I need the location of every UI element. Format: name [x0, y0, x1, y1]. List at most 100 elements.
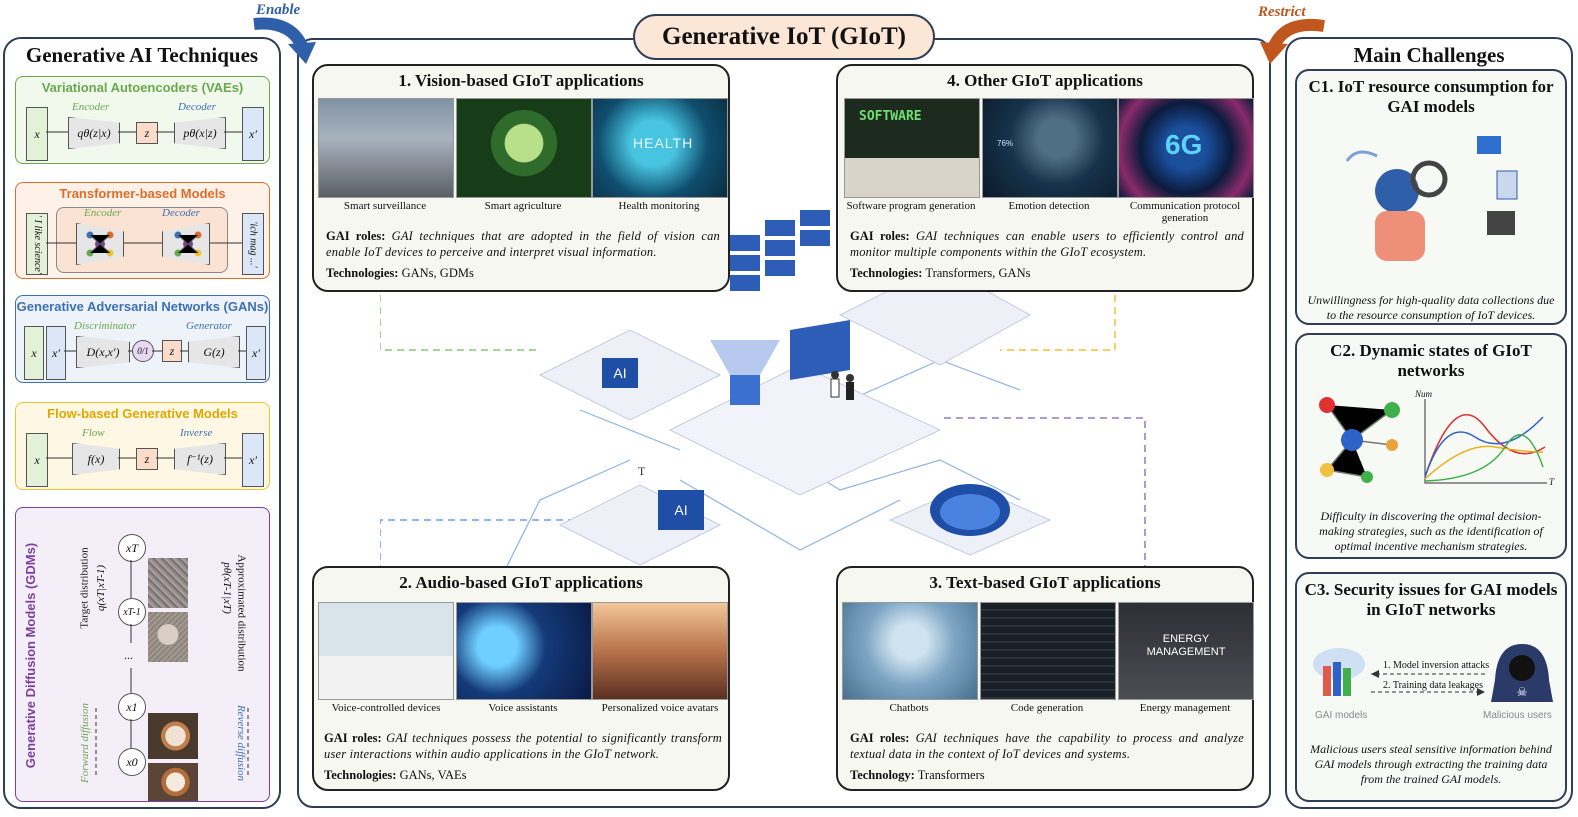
gan-box: Generative Adversarial Networks (GANs) D… [15, 295, 270, 383]
voice-avatars-image [592, 602, 728, 700]
attack-arrows [1371, 670, 1485, 696]
restrict-label: Restrict [1258, 4, 1306, 20]
flow-inverse-block: f⁻¹(z) [174, 443, 226, 475]
flow-arrows [46, 457, 242, 459]
state-xT: xT [118, 534, 146, 562]
vae-arrows [46, 131, 242, 133]
state-x1: x1 [118, 693, 146, 721]
state-ellipsis: ... [124, 648, 133, 662]
caption-health-monitoring: Health monitoring [618, 200, 700, 212]
flow-box: Flow-based Generative Models Flow Invers… [15, 402, 270, 490]
vae-input-x: x [26, 107, 48, 161]
text-apps-title: 3. Text-based GIoT applications [929, 573, 1161, 592]
code-generation-image [980, 602, 1116, 700]
vision-gai-roles: GAI roles: GAI techniques that are adopt… [326, 229, 721, 259]
malicious-users-label: Malicious users [1483, 710, 1552, 721]
health-monitoring-image: HEALTH [592, 98, 728, 198]
text-gai-roles: GAI roles: GAI techniques have the capab… [850, 731, 1244, 761]
vae-decoder-label: Decoder [178, 101, 216, 113]
text-technologies: Technology: Transformers [850, 768, 985, 782]
enable-arrow-icon [253, 17, 316, 64]
transformer-arrows [46, 242, 242, 244]
vision-technologies: Technologies: GANs, GDMs [326, 266, 474, 280]
c2-description: Difficulty in discovering the optimal de… [1319, 509, 1543, 553]
gan-discriminator-label: Discriminator [74, 320, 137, 332]
state-xT-1: xT-1 [118, 598, 146, 626]
c1-title: C1. IoT resource consumption for GAI mod… [1308, 77, 1554, 116]
network-graph-icon [1319, 397, 1400, 483]
restrict-arrow-icon [1260, 19, 1325, 64]
voice-assistants-image [456, 602, 592, 700]
other-gai-roles: GAI roles: GAI techniques can enable use… [850, 229, 1244, 259]
inverse-label: Inverse [180, 427, 213, 439]
c1-description: Unwillingness for high-quality data coll… [1307, 293, 1555, 322]
software-image-text: SOFTWARE [859, 109, 922, 124]
caption-voice-devices: Voice-controlled devices [331, 702, 441, 714]
gan-generator-label: Generator [186, 320, 232, 332]
vae-output-x: x′ [242, 107, 264, 161]
gan-title: Generative Adversarial Networks (GANs) [16, 299, 269, 314]
ai-cube-label: AI [674, 502, 687, 518]
software-generation-image: SOFTWARE [844, 98, 980, 198]
vae-title: Variational Autoencoders (VAEs) [41, 80, 244, 95]
dynamic-states-plot [1424, 399, 1547, 484]
caption-emotion-detection: Emotion detection [1008, 200, 1090, 212]
vae-box: Variational Autoencoders (VAEs) Encoder … [15, 76, 270, 164]
gai-techniques-title: Generative AI Techniques [25, 43, 259, 67]
c3-title: C3. Security issues for GAI models in GI… [1304, 580, 1558, 619]
caption-energy-management: Energy management [1139, 702, 1231, 714]
gdm-box: Generative Diffusion Models (GDMs) Targe… [15, 507, 270, 802]
cat-image-clean [148, 763, 198, 801]
flow-latent-z: z [136, 448, 158, 470]
chatbots-image [842, 602, 978, 700]
gai-models-cloud-icon [1313, 648, 1365, 696]
protocol-generation-image: 6G [1118, 98, 1254, 198]
attack1-label: 1. Model inversion attacks [1383, 660, 1490, 671]
gan-real-x: x [24, 326, 44, 380]
challenge-c3: C3. Security issues for GAI models in GI… [1295, 572, 1567, 802]
main-challenges-panel: Main Challenges C1. IoT resource consump… [1285, 37, 1573, 809]
voice-devices-image [318, 602, 454, 700]
vision-apps-title: 1. Vision-based GIoT applications [398, 71, 644, 90]
gai-models-label: GAI models [1315, 710, 1368, 721]
vae-encoder-label: Encoder [72, 101, 110, 113]
health-image-text: HEALTH [633, 135, 694, 151]
noisy-cat-image [148, 612, 188, 662]
malicious-user-icon: ☠ [1491, 644, 1553, 702]
gan-arrows [64, 350, 246, 352]
flow-output-x: x′ [242, 433, 264, 487]
caption-voice-assistants: Voice assistants [488, 702, 558, 714]
gdm-chain-arrows [95, 560, 249, 778]
audio-apps-title: 2. Audio-based GIoT applications [399, 573, 643, 592]
attention-graph-icon [86, 231, 114, 257]
transformer-title: Transformer-based Models [59, 186, 226, 201]
resource-consumption-illustration [1345, 136, 1518, 261]
caption-protocol-generation: Communication protocol generation [1129, 200, 1241, 224]
attention-graph-icon [174, 231, 202, 257]
vision-apps-panel: 1. Vision-based GIoT applications HEALTH… [312, 64, 730, 292]
transformer-box: Transformer-based Models Encoder Decoder… [15, 182, 270, 279]
transformer-input: ' I like science' [26, 213, 48, 275]
caption-chatbots: Chatbots [889, 702, 929, 714]
giot-title-pill: Generative IoT (GIoT) [633, 14, 935, 60]
6g-image-text: 6G [1165, 129, 1203, 160]
gai-techniques-panel: Generative AI Techniques Variational Aut… [3, 37, 281, 809]
main-challenges-title: Main Challenges [1353, 43, 1505, 67]
challenge-c1: C1. IoT resource consumption for GAI mod… [1295, 69, 1567, 325]
flow-label: Flow [82, 427, 105, 439]
caption-software-generation: Software program generation [846, 200, 976, 212]
c3-description: Malicious users steal sensitive informat… [1310, 742, 1552, 786]
gan-discriminator-block: D(x,x′) [76, 336, 130, 368]
c2-axis-x-label: T [1549, 477, 1555, 487]
smart-surveillance-image [318, 98, 454, 198]
emotion-image-text: 76% [997, 139, 1014, 148]
state-x0: x0 [118, 748, 146, 776]
audio-gai-roles: GAI roles: GAI techniques possess the po… [324, 731, 723, 761]
vae-latent-z: z [136, 122, 158, 144]
flow-input-x: x [26, 433, 48, 487]
caption-voice-avatars: Personalized voice avatars [601, 702, 719, 714]
transformer-output: 'ich mag ...' [242, 213, 264, 275]
noise-image [148, 558, 188, 608]
enable-label: Enable [256, 2, 301, 18]
svg-text:☠: ☠ [1517, 685, 1528, 699]
